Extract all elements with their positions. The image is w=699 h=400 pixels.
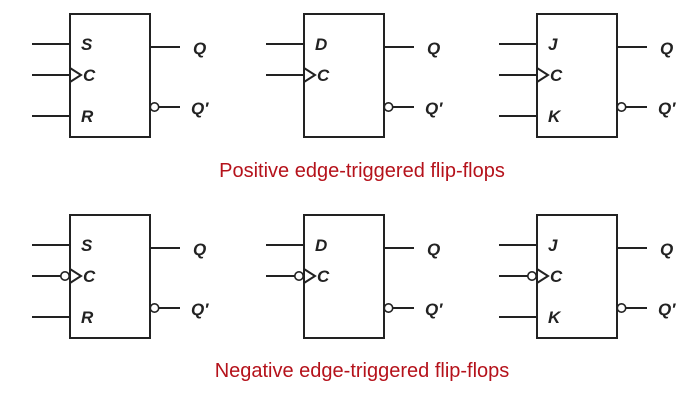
positive-sr-qbar-inversion-bubble — [149, 102, 160, 113]
positive-d-q-output-label: Q — [427, 39, 440, 58]
positive-jk-flip-flop: JC K Q Q′ — [499, 13, 676, 138]
positive-d-clock-edge-triangle — [303, 67, 317, 83]
positive-sr-top-input-label: S — [81, 35, 93, 54]
negative-jk-clock-edge-triangle — [536, 268, 550, 284]
negative-jk-top-input-label: J — [548, 236, 558, 255]
negative-sr-q-output-label: Q — [193, 240, 206, 259]
positive-sr-q-output-label: Q — [193, 39, 206, 58]
negative-sr-top-input-label: S — [81, 236, 93, 255]
negative-d-qbar-inversion-bubble — [383, 302, 394, 313]
negative-sr-body — [69, 214, 151, 339]
positive-jk-qbar-inversion-bubble — [616, 102, 627, 113]
positive-jk-qbar-output-label: Q′ — [658, 99, 676, 118]
negative-jk-body — [536, 214, 618, 339]
positive-jk-clock-edge-triangle — [536, 67, 550, 83]
negative-jk-bottom-input-label: K — [548, 308, 562, 327]
negative-d-top-input-label: D — [315, 236, 327, 255]
negative-d-clock-edge-triangle — [303, 268, 317, 284]
negative-d-clock-label: C — [317, 267, 330, 286]
positive-d-flip-flop: DC Q Q′ — [266, 13, 443, 138]
negative-sr-qbar-output-label: Q′ — [191, 300, 209, 319]
negative-sr-flip-flop: SC R Q Q′ — [32, 214, 209, 339]
negative-d-qbar-output-label: Q′ — [425, 300, 443, 319]
positive-d-qbar-inversion-bubble — [383, 102, 394, 113]
positive-jk-q-output-label: Q — [660, 39, 673, 58]
positive-d-clock-label: C — [317, 66, 330, 85]
positive-jk-bottom-input-label: K — [548, 107, 562, 126]
negative-sr-bottom-input-label: R — [81, 308, 94, 327]
positive-d-qbar-output-label: Q′ — [425, 99, 443, 118]
negative-d-flip-flop: DC Q Q′ — [266, 214, 443, 339]
positive-sr-body — [69, 13, 151, 138]
negative-jk-qbar-inversion-bubble — [616, 302, 627, 313]
negative-jk-clock-label: C — [550, 267, 563, 286]
negative-sr-clock-label: C — [83, 267, 96, 286]
negative-sr-qbar-inversion-bubble — [149, 302, 160, 313]
positive-edge-caption: Positive edge-triggered flip-flops — [219, 160, 505, 182]
positive-sr-flip-flop: SC R Q Q′ — [32, 13, 209, 138]
negative-d-q-output-label: Q — [427, 240, 440, 259]
negative-edge-caption: Negative edge-triggered flip-flops — [215, 360, 510, 382]
positive-sr-qbar-output-label: Q′ — [191, 99, 209, 118]
positive-sr-clock-label: C — [83, 66, 96, 85]
negative-jk-flip-flop: JC K Q Q′ — [499, 214, 676, 339]
negative-jk-clock-inversion-bubble — [526, 270, 537, 281]
positive-jk-clock-label: C — [550, 66, 563, 85]
negative-sr-clock-inversion-bubble — [59, 270, 70, 281]
negative-d-clock-inversion-bubble — [293, 270, 304, 281]
positive-jk-top-input-label: J — [548, 35, 558, 54]
negative-jk-qbar-output-label: Q′ — [658, 300, 676, 319]
negative-jk-q-output-label: Q — [660, 240, 673, 259]
negative-d-body — [303, 214, 385, 339]
positive-sr-bottom-input-label: R — [81, 107, 94, 126]
positive-d-top-input-label: D — [315, 35, 327, 54]
positive-sr-clock-edge-triangle — [69, 67, 83, 83]
negative-sr-clock-edge-triangle — [69, 268, 83, 284]
